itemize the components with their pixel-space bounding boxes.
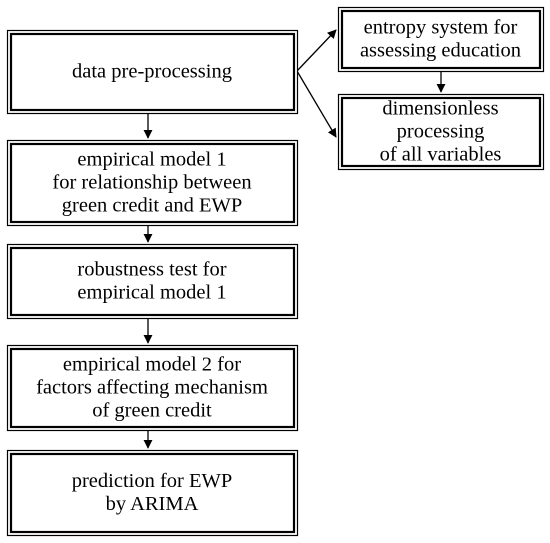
box-inner-border [9, 142, 296, 224]
box-inner-border [9, 32, 296, 112]
node-label-line: data pre-processing [72, 61, 232, 83]
node-label-line: empirical model 1 [77, 149, 226, 171]
box-outer-border [337, 93, 545, 171]
box-inner-border [340, 96, 542, 168]
node-data-preprocessing: data pre-processing [6, 29, 299, 115]
box-group: data pre-processing entropy system forass… [6, 6, 545, 537]
arrow-data-preprocessing-to-dimensionless [296, 70, 337, 138]
node-label-line: robustness test for [77, 259, 226, 281]
box-inner-border [9, 347, 296, 429]
node-label-line: dimensionless [382, 98, 498, 120]
node-label-line: for relationship between [52, 172, 251, 194]
connector-group [143, 29, 446, 449]
node-label-line: prediction for EWP [72, 470, 233, 492]
node-label-line: green credit and EWP [62, 195, 242, 217]
node-label-line: by ARIMA [106, 493, 199, 515]
node-label-line: empirical model 2 for [63, 354, 241, 376]
node-label-line: of all variables [380, 144, 502, 166]
node-label-line: assessing education [360, 40, 521, 62]
box-outer-border [6, 449, 299, 537]
box-outer-border [6, 139, 299, 227]
node-label-line: factors affecting mechanism [36, 377, 268, 399]
box-outer-border [337, 6, 545, 73]
box-outer-border [6, 243, 299, 320]
box-inner-border [9, 452, 296, 534]
box-outer-border [6, 29, 299, 115]
arrow-data-preprocessing-to-entropy-system [296, 29, 337, 72]
node-label-line: processing [397, 121, 485, 143]
node-label-line: empirical model 1 [77, 282, 226, 304]
box-outer-border [6, 344, 299, 432]
node-label-line: entropy system for [364, 17, 518, 39]
box-inner-border [340, 9, 542, 70]
box-inner-border [9, 246, 296, 317]
node-label-line: of green credit [92, 400, 212, 422]
